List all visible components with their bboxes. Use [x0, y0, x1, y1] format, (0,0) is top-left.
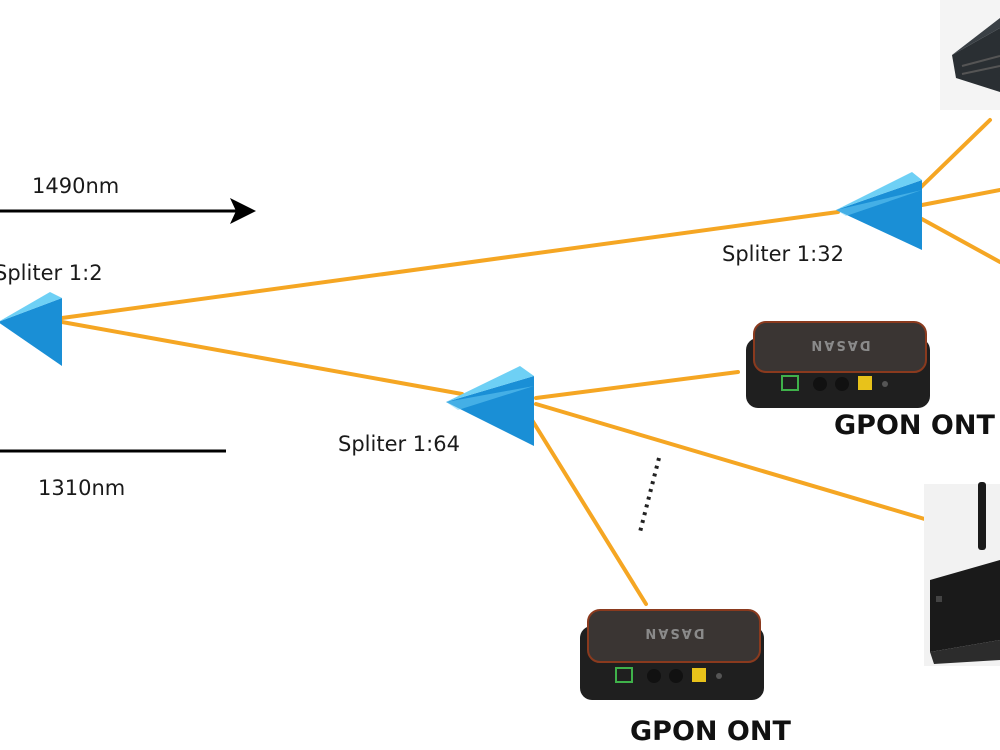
splitter-1-64-label: Spliter 1:64	[338, 432, 460, 456]
fiber-link-1-2-to-1-32	[60, 210, 840, 320]
splitter-1-2-icon	[0, 292, 62, 366]
fiber-link-1-64-to-ont-lower	[530, 418, 648, 606]
fiber-link-1-64-to-router	[534, 402, 930, 522]
splitter-1-32-icon	[836, 172, 922, 250]
more-branches-ellipsis	[638, 457, 661, 533]
wifi-router-icon	[924, 482, 1000, 666]
ont-upper-label: GPON ONT	[834, 410, 995, 441]
downstream-arrow	[0, 198, 256, 224]
splitter-1-32-label: Spliter 1:32	[722, 242, 844, 266]
ont-lower-brand: DASAN	[643, 625, 704, 640]
ont-lower-label: GPON ONT	[630, 716, 791, 747]
network-switch-icon	[940, 0, 1000, 110]
splitter-1-2-label: Spliter 1:2	[0, 261, 103, 285]
fiber-link-1-32-branch-c	[918, 216, 1000, 264]
ont-upper-router-device-icon: DASAN	[746, 321, 930, 408]
fiber-links	[60, 118, 1000, 606]
downstream-wavelength-label: 1490nm	[32, 174, 119, 198]
upstream-wavelength-label: 1310nm	[38, 476, 125, 500]
fiber-link-1-32-branch-a	[916, 118, 992, 192]
fiber-link-1-64-to-ont-upper	[534, 370, 740, 400]
splitter-1-64-icon	[446, 366, 534, 446]
fiber-link-1-32-branch-b	[920, 188, 1000, 207]
ont-upper-brand: DASAN	[809, 337, 870, 352]
fiber-link-1-2-to-1-64	[60, 320, 464, 396]
ont-lower-router-device-icon: DASAN	[580, 609, 764, 700]
